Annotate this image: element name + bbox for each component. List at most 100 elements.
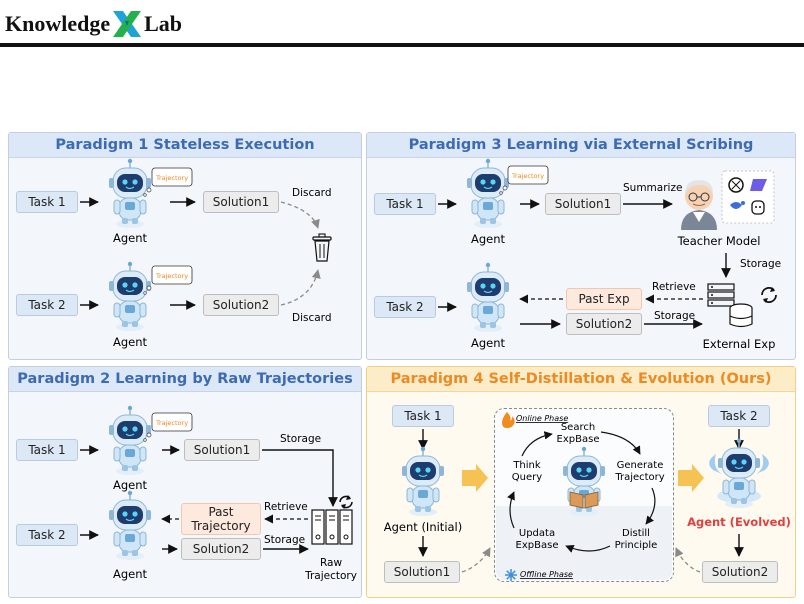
svg-text:Trajectory: Trajectory [511,172,544,180]
teacher-icon [681,180,717,230]
p2-solution-2: Solution2 [181,538,261,560]
p1-agent-1-label: Agent [113,231,148,245]
svg-text:Trajectory: Trajectory [155,419,188,427]
p2-past-line-2: Trajectory [191,519,251,533]
p4-distill-line-2: Principle [615,540,658,551]
refresh-icon [761,287,777,303]
logo-word-right: Lab [144,11,183,36]
p4-center-robot-icon [562,446,606,517]
p4-task-1: Task 1 [392,405,454,427]
p1-solution-2: Solution2 [203,294,279,316]
p2-past-line-1: Past [208,505,234,519]
snowflake-icon [505,569,517,581]
header-rule [0,43,804,47]
p4-loop-arrow-search-generate [600,431,641,455]
panel-1-title: Paradigm 1 Stateless Execution [9,133,361,158]
p4-offline-phase-label: Offline Phase [520,570,573,579]
p4-online-phase-label: Online Phase [516,414,568,423]
p4-agent-initial-label: Agent (Initial) [384,520,463,534]
panel-paradigm-1: Paradigm 1 Stateless Execution [8,132,362,360]
p4-think-line-2: Query [512,472,542,483]
logo-x-icon [113,11,142,37]
p1-task-1: Task 1 [16,191,78,213]
p2-retrieve-label: Retrieve [264,501,308,513]
model-logos-icon [721,170,775,224]
p2-storage-label-1: Storage [280,433,321,445]
p4-solution-1: Solution1 [384,561,460,583]
p3-storage-label-1: Storage [740,258,781,270]
p1-solution-1: Solution1 [203,191,279,213]
p4-update-line-1: Updata [519,528,555,539]
fire-icon [502,412,515,428]
p3-storage-label-2: Storage [654,310,695,322]
p1-task-2: Task 2 [16,294,78,316]
book-icon [569,491,599,509]
p1-agent-1-robot-icon [108,158,152,229]
logo: Knowledge Lab [5,8,182,40]
p2-storage-label-2: Storage [264,534,305,546]
svg-text:Trajectory: Trajectory [155,174,188,182]
p4-distill-line-1: Distill [622,528,650,539]
p4-task-2: Task 2 [708,405,770,427]
p4-loop-arrow-generate-distill [645,487,656,525]
p4-generate-line-1: Generate [617,460,664,471]
p1-bubble-2: Trajectory [143,265,193,295]
p4-sol2-to-loop-arrow [675,547,701,573]
p2-task-2: Task 2 [16,524,78,546]
p2-raw-label-1: Raw [320,557,342,569]
p2-task-1: Task 1 [16,439,78,461]
p4-agent-evolved-label: Agent (Evolved) [687,515,791,529]
panel-4-title: Paradigm 4 Self-Distillation & Evolution… [367,367,795,392]
p3-task-1: Task 1 [374,193,436,215]
p2-agent-2-label: Agent [113,567,148,581]
p1-discard-label-1: Discard [292,187,331,199]
p3-solution-1: Solution1 [545,193,621,215]
p3-external-label: External Exp [703,337,776,351]
p2-refresh-icon [339,495,353,509]
p4-progress-arrow-right [678,464,704,492]
p2-raw-trajectory-icon [311,509,353,545]
p4-sol1-to-loop-arrow [461,547,491,573]
panel-2-title: Paradigm 2 Learning by Raw Trajectories [9,367,361,392]
p3-agent-2-robot-icon [466,262,510,333]
p4-search-line-2: ExpBase [557,434,600,445]
p4-solution-2: Solution2 [702,561,778,583]
p4-progress-arrow-left [462,464,488,492]
p3-agent-1-robot-icon [466,158,510,229]
p4-loop-arrow-distill-update [565,545,611,553]
p2-agent-2-robot-icon [108,490,152,561]
p4-think-line-1: Think [512,460,541,471]
p1-agent-2-robot-icon [108,261,152,332]
p3-summarize-label: Summarize [623,182,682,194]
p4-search-line-1: Search [561,422,595,433]
p1-agent-2-label: Agent [113,335,148,349]
trash-icon [312,233,332,262]
p4-update-line-2: ExpBase [516,540,559,551]
p4-agent-evolved-robot-icon [709,438,769,509]
panel-3-title: Paradigm 3 Learning via External Scribin… [367,133,795,158]
p3-past-exp: Past Exp [566,288,642,310]
p4-generate-line-2: Trajectory [614,472,664,483]
p3-teacher-label: Teacher Model [677,234,761,248]
p2-past-trajectory: Past Trajectory [181,503,261,535]
p2-agent-1-label: Agent [113,478,148,492]
p3-solution-2: Solution2 [566,313,642,335]
offline-phase-area [496,506,672,580]
p1-discard-arrow-1 [280,201,320,229]
p1-discard-label-2: Discard [292,312,331,324]
p3-retrieve-label: Retrieve [652,281,696,293]
p4-agent-initial-robot-icon [401,446,445,517]
p2-solution-1: Solution1 [184,439,260,461]
p4-loop-arrow-think-search [521,431,553,457]
p3-bubble: Trajectory [499,165,549,195]
p3-task-2: Task 2 [374,296,436,318]
p1-bubble-1: Trajectory [143,167,193,197]
p1-discard-arrow-2 [280,269,321,306]
p2-storage-arrow-1 [262,449,338,507]
p2-raw-label-2: Trajectory [304,570,357,582]
p3-agent-1-label: Agent [471,232,506,246]
database-icon [707,283,753,328]
logo-word-left: Knowledge [5,11,111,36]
p3-agent-2-label: Agent [471,336,506,350]
